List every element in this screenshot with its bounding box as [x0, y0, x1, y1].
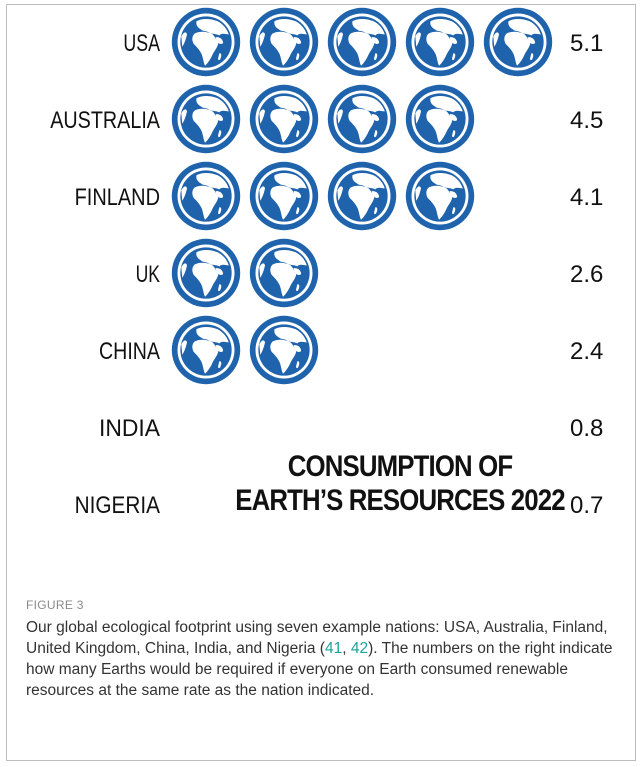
globe-icon: [249, 238, 319, 308]
globe-icon: [249, 161, 319, 231]
country-label: AUSTRALIA: [50, 107, 160, 134]
globe-icon: [327, 7, 397, 77]
row-uk: UK 2.6: [136, 238, 603, 308]
partial-globe-icon: [483, 161, 488, 231]
globe-icon: [327, 84, 397, 154]
value-label: 2.4: [570, 338, 603, 365]
value-label: 4.5: [570, 107, 603, 134]
country-label: NIGERIA: [75, 492, 160, 519]
caption-text-end: ). The numbers on the right indicate how…: [26, 640, 613, 699]
partial-globe-icon: [327, 315, 355, 385]
row-china: CHINA 2.4: [99, 315, 603, 385]
reference-link-41[interactable]: 41: [324, 640, 343, 657]
country-label: UK: [136, 261, 160, 288]
globe-icon: [249, 315, 319, 385]
chart-title: CONSUMPTION OF EARTH’S RESOURCES 2022: [228, 450, 572, 518]
globe-icon: [483, 7, 553, 77]
caption-text-start: Our global ecological footprint using se…: [26, 619, 608, 657]
country-label: INDIA: [99, 415, 160, 442]
value-label: 5.1: [570, 30, 603, 57]
country-label: CHINA: [99, 338, 160, 365]
partial-globe-icon: [483, 84, 518, 154]
chart-title-line-2: EARTH’S RESOURCES 2022: [235, 484, 565, 517]
globe-icon: [327, 161, 397, 231]
globe-icon: [249, 7, 319, 77]
row-nigeria: NIGERIA 0.7: [75, 469, 603, 539]
row-india: INDIA 0.8: [99, 392, 603, 462]
globe-icon: [171, 238, 241, 308]
country-label: FINLAND: [75, 184, 160, 211]
reference-separator: ,: [342, 640, 351, 657]
country-label: USA: [123, 30, 160, 57]
globe-icon: [171, 7, 241, 77]
globe-icon: [405, 161, 475, 231]
value-label: 4.1: [570, 184, 603, 211]
partial-globe-icon: [327, 238, 370, 308]
globe-icon: [171, 315, 241, 385]
globe-icon: [249, 84, 319, 154]
globe-icon: [405, 7, 475, 77]
row-usa: USA 5.1: [123, 7, 603, 77]
value-label: 2.6: [570, 261, 603, 288]
globe-icon: [171, 84, 241, 154]
reference-link-42[interactable]: 42: [350, 640, 369, 657]
figure-label: FIGURE 3: [26, 598, 84, 612]
value-label: 0.7: [570, 492, 603, 519]
row-australia: AUSTRALIA 4.5: [50, 84, 603, 154]
figure-caption: Our global ecological footprint using se…: [26, 617, 616, 701]
globe-icon: [405, 84, 475, 154]
chart-title-line-1: CONSUMPTION OF: [287, 450, 513, 483]
value-label: 0.8: [570, 415, 603, 442]
figure-frame: [6, 4, 636, 761]
row-finland: FINLAND 4.1: [75, 161, 603, 231]
globe-icon: [171, 161, 241, 231]
